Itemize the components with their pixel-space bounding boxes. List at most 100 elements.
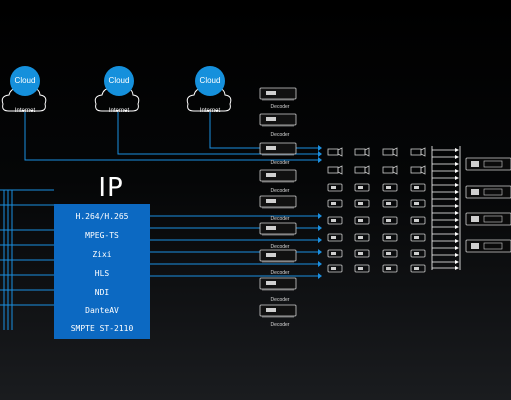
link-arrowhead: [318, 213, 322, 219]
ip-protocol-box: H.264/H.265 MPEG-TS Zixi HLS NDI DanteAV…: [54, 204, 150, 339]
rack-device-icon: [327, 216, 343, 225]
rack-device-icon: [354, 249, 370, 258]
rack-device-icon: [354, 183, 370, 192]
decoder-label: Decoder: [270, 322, 290, 328]
decoder-device-icon: [259, 113, 297, 127]
rack-device-icon: [382, 183, 398, 192]
decoder-label: Decoder: [270, 216, 290, 222]
cloud-link-line: [117, 112, 318, 155]
cloud-2: Cloud: [104, 66, 144, 96]
rack-device-icon: [410, 199, 426, 208]
cloud-icon: Cloud: [195, 66, 225, 96]
output-arrowhead: [455, 176, 459, 180]
ptz-camera-icon: [382, 165, 398, 175]
output-arrows: [431, 146, 511, 270]
ptz-camera-icon: [354, 165, 370, 175]
rack-device-icon: [410, 216, 426, 225]
link-arrowhead: [318, 225, 322, 231]
decoder-device-icon: [259, 169, 297, 183]
output-arrowhead: [455, 266, 459, 270]
link-arrowhead: [318, 151, 322, 157]
output-arrowhead: [455, 218, 459, 222]
rack-device-icon: [382, 249, 398, 258]
rack-device-icon: [354, 264, 370, 273]
protocol-item: HLS: [94, 269, 110, 278]
decoder-device-icon: [259, 87, 297, 101]
ip-title: IP: [98, 173, 124, 203]
rack-device-icon: [327, 264, 343, 273]
ptz-camera-icon: [327, 165, 343, 175]
decoder-label: Decoder: [270, 188, 290, 194]
cloud-icon: Cloud: [10, 66, 40, 96]
link-arrowhead: [318, 157, 322, 163]
device-grid: [259, 87, 426, 318]
protocol-item: SMPTE ST-2110: [70, 324, 134, 333]
rack-device-icon: [327, 249, 343, 258]
rack-device-icon: [410, 249, 426, 258]
rack-device-icon: [354, 199, 370, 208]
protocol-item: H.264/H.265: [75, 212, 129, 221]
rack-device-icon: [354, 216, 370, 225]
ptz-camera-icon: [410, 147, 426, 157]
decoder-device-icon: [259, 195, 297, 209]
ptz-camera-icon: [327, 147, 343, 157]
rack-device-icon: [327, 233, 343, 242]
output-arrowhead: [455, 211, 459, 215]
rack-device-icon: [354, 233, 370, 242]
decoder-label: Decoder: [270, 104, 290, 110]
output-arrowhead: [455, 232, 459, 236]
decoder-label: Decoder: [270, 297, 290, 303]
cloud-1: Cloud: [10, 66, 50, 96]
link-arrowhead: [318, 249, 322, 255]
output-arrowhead: [455, 148, 459, 152]
ptz-camera-icon: [382, 147, 398, 157]
rack-device-icon: [465, 185, 511, 199]
output-arrowhead: [455, 260, 459, 264]
decoder-device-icon: [259, 304, 297, 318]
rack-device-icon: [382, 216, 398, 225]
rack-device-icon: [465, 212, 511, 226]
decoder-label: Decoder: [270, 270, 290, 276]
output-arrowhead: [455, 225, 459, 229]
link-arrowhead: [318, 237, 322, 243]
output-arrowhead: [455, 183, 459, 187]
output-arrowhead: [455, 190, 459, 194]
cloud-link-line: [24, 112, 318, 161]
protocol-item: DanteAV: [85, 306, 119, 315]
decoder-label: Decoder: [270, 132, 290, 138]
decoder-device-icon: [259, 249, 297, 263]
output-arrowhead: [455, 239, 459, 243]
decoder-device-icon: [259, 277, 297, 291]
rack-device-icon: [382, 233, 398, 242]
output-arrowhead: [455, 155, 459, 159]
rack-device-icon: [465, 239, 511, 253]
internet-label: Internet: [14, 108, 36, 114]
rack-device-icon: [410, 183, 426, 192]
decoder-label: Decoder: [270, 160, 290, 166]
output-arrowhead: [455, 162, 459, 166]
output-arrowhead: [455, 197, 459, 201]
link-arrowhead: [318, 145, 322, 151]
rack-device-icon: [327, 199, 343, 208]
internet-label: Internet: [108, 108, 130, 114]
ptz-camera-icon: [410, 165, 426, 175]
decoder-device-icon: [259, 222, 297, 236]
rack-device-icon: [410, 233, 426, 242]
protocol-item: NDI: [94, 288, 110, 297]
rack-device-icon: [382, 264, 398, 273]
cloud-icon: Cloud: [104, 66, 134, 96]
decoder-label: Decoder: [270, 244, 290, 250]
decoder-device-icon: [259, 142, 297, 156]
internet-label: Internet: [199, 108, 221, 114]
rack-device-icon: [382, 199, 398, 208]
output-arrowhead: [455, 204, 459, 208]
ptz-camera-icon: [354, 147, 370, 157]
rack-device-icon: [410, 264, 426, 273]
link-arrowhead: [318, 273, 322, 279]
protocol-item: MPEG-TS: [85, 231, 119, 240]
output-arrowhead: [455, 169, 459, 173]
rack-device-icon: [465, 157, 511, 171]
protocol-item: Zixi: [92, 250, 112, 259]
output-arrowhead: [455, 246, 459, 250]
